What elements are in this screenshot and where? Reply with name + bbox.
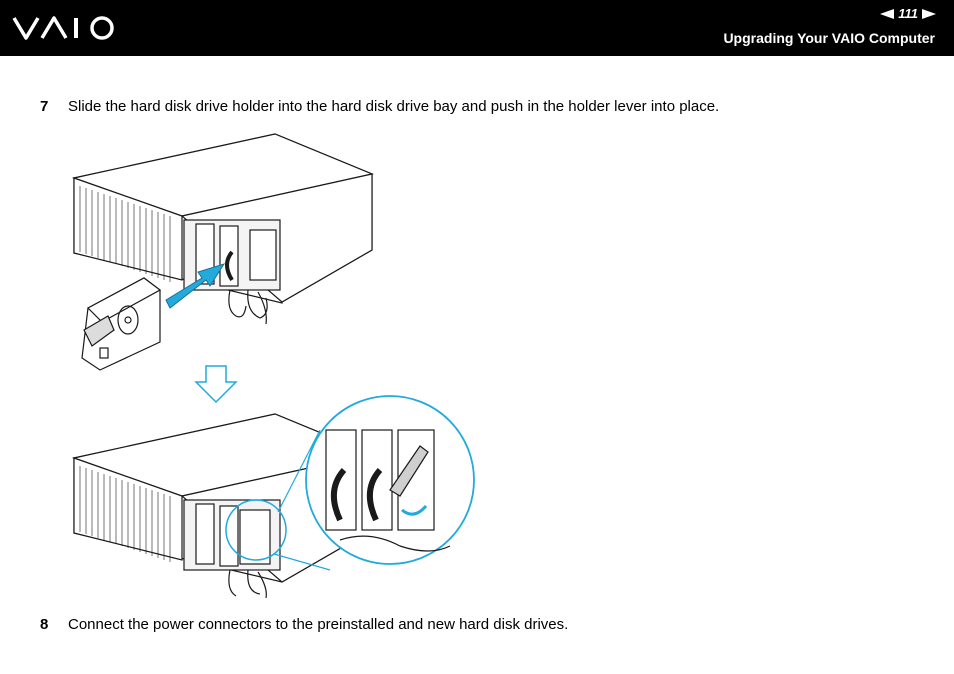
sata-cables-top <box>228 289 268 325</box>
next-page-arrow-icon[interactable] <box>922 8 936 19</box>
step-8: 8 Connect the power connectors to the pr… <box>40 616 568 633</box>
sata-cables-bottom <box>228 569 267 599</box>
hard-disk-drive-holder <box>81 277 162 371</box>
page-header: 111 Upgrading Your VAIO Computer <box>0 0 954 56</box>
detail-callout-circle-small <box>225 499 287 561</box>
step-text: Slide the hard disk drive holder into th… <box>68 98 720 115</box>
step-text: Connect the power connectors to the prei… <box>68 616 569 633</box>
detail-zoom-view <box>305 395 475 565</box>
page-number: 111 <box>898 6 918 21</box>
step-7: 7 Slide the hard disk drive holder into … <box>40 98 719 115</box>
prev-page-arrow-icon[interactable] <box>880 8 895 19</box>
step-number: 8 <box>40 616 49 633</box>
vaio-logo <box>12 16 114 40</box>
page-navigation: 111 <box>880 6 936 21</box>
computer-chassis-top <box>71 133 374 304</box>
hard-disk-installation-illustration <box>71 133 475 599</box>
next-step-arrow-icon <box>194 365 238 404</box>
insert-direction-arrow <box>165 263 226 309</box>
step-number: 7 <box>40 98 49 115</box>
section-title: Upgrading Your VAIO Computer <box>723 30 935 46</box>
